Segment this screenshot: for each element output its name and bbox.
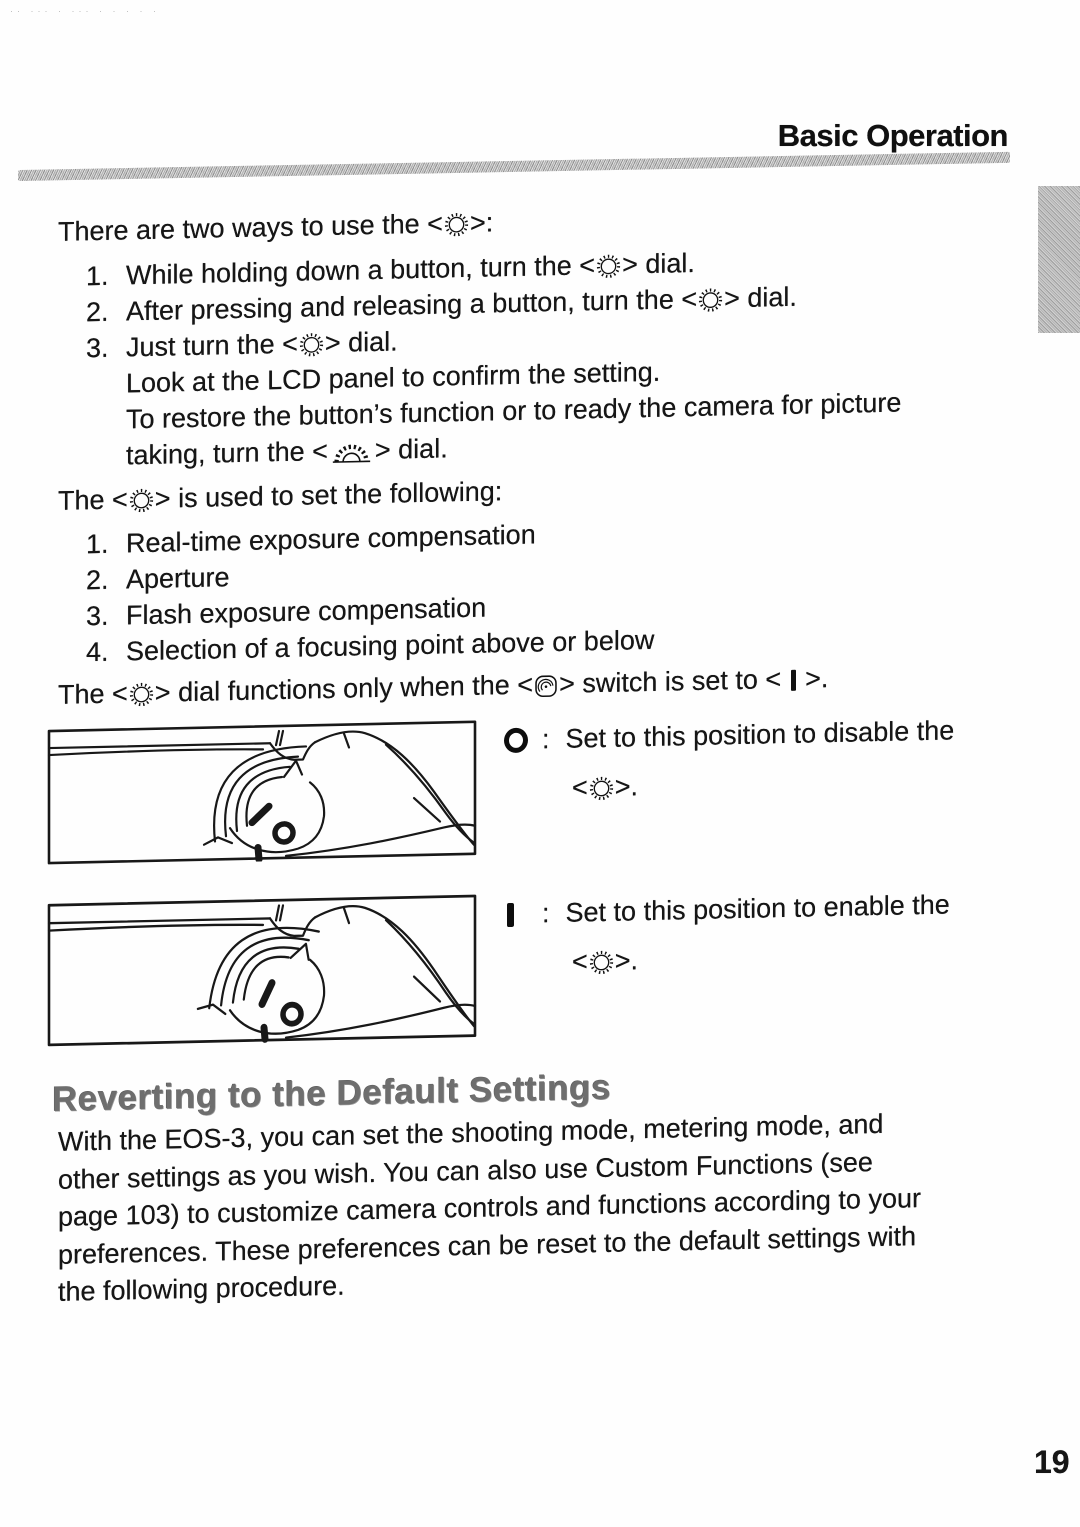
- header-divider: [18, 151, 1010, 181]
- quick-control-dial-icon: [298, 331, 325, 359]
- list-item-text: Just turn the < > dial.: [126, 323, 398, 365]
- list-number: 2.: [86, 564, 109, 596]
- caption-text: Set to this position to enable the: [565, 889, 950, 928]
- list-item-text: After pressing and releasing a button, t…: [126, 279, 797, 330]
- text-run: The <: [58, 678, 128, 710]
- list-number: 2.: [86, 296, 109, 328]
- text-run: > dial.: [324, 326, 398, 359]
- qcd-switch-icon: [533, 673, 559, 700]
- figure-switch-on: [46, 893, 478, 1048]
- caption-text: Set to this position to disable the: [565, 715, 955, 754]
- text-run: >.: [797, 663, 829, 694]
- text-run: Just turn the <: [126, 328, 298, 363]
- text-run: Aperture: [126, 562, 230, 595]
- paragraph: With the EOS-3, you can set the shooting…: [52, 1102, 1042, 1311]
- figure-row: : Set to this position to disable the < >.: [47, 706, 1042, 866]
- text-run: > dial.: [374, 433, 448, 465]
- chapter-edge-tab: [1038, 186, 1080, 333]
- intro-line: The < > is used to set the following:: [52, 461, 1042, 519]
- figure-caption: : Set to this position to enable the < >.: [504, 884, 950, 983]
- quick-control-dial-icon: [588, 949, 615, 977]
- caption-line2: < >.: [504, 933, 950, 983]
- text-run: Flash exposure compensation: [126, 592, 487, 631]
- text-run: > dial functions only when the <: [154, 669, 534, 708]
- figure-row: : Set to this position to enable the < >.: [47, 880, 1042, 1048]
- text-run: There are two ways to use the <: [58, 208, 443, 247]
- ridged-knob: [202, 745, 308, 846]
- quick-control-dial-icon: [128, 681, 155, 709]
- body-content: There are two ways to use the < >: 1. Whil…: [47, 192, 1042, 1311]
- text-run: The <: [58, 484, 128, 516]
- quick-control-dial-icon: [697, 286, 724, 314]
- list-continuation: taking, turn the < > dial.: [52, 417, 1042, 475]
- list-item-text: Aperture: [126, 559, 230, 597]
- list-item: 3. Just turn the < > dial.: [52, 309, 1042, 367]
- text-run: <: [572, 946, 588, 977]
- intro-line: There are two ways to use the < >:: [52, 192, 1042, 250]
- list-number: 4.: [86, 636, 109, 668]
- section-header-title: Basic Operation: [777, 118, 1009, 153]
- text-run: > is used to set the following:: [154, 476, 503, 514]
- page-number: 19: [1034, 1444, 1070, 1480]
- quick-control-dial-icon: [128, 487, 155, 515]
- text-run: taking, turn the <: [126, 435, 328, 471]
- list-number: 1.: [86, 260, 109, 292]
- text-run: >.: [614, 771, 639, 802]
- list-number: 3.: [86, 332, 109, 364]
- quick-control-dial-icon: [443, 211, 470, 239]
- text-run: <: [572, 772, 588, 803]
- caption-line2: < >.: [504, 759, 954, 809]
- text-run: > dial.: [724, 281, 797, 314]
- list-number: 1.: [86, 528, 109, 560]
- text-run: Selection of a focusing point above or b…: [126, 624, 655, 667]
- position-off-glyph: [504, 727, 528, 754]
- list-item: 2. After pressing and releasing a button,…: [52, 273, 1042, 331]
- text-run: >:: [469, 207, 494, 238]
- figure-switch-off: [46, 719, 478, 866]
- list-item: 1. While holding down a button, turn the …: [52, 237, 1042, 295]
- caption-separator: :: [542, 898, 550, 929]
- text-run: > dial.: [622, 247, 695, 280]
- text-run: > switch is set to <: [559, 663, 789, 699]
- list-item-text: While holding down a button, turn the < …: [126, 245, 695, 293]
- main-dial-icon: [328, 437, 375, 466]
- list-number: 3.: [86, 600, 109, 632]
- note-line: The < > dial functions only when the < >…: [52, 655, 1042, 713]
- quick-control-dial-icon: [588, 775, 615, 803]
- text-run: >.: [614, 945, 639, 976]
- caption-separator: :: [542, 724, 550, 755]
- position-on-icon: [790, 669, 796, 691]
- ridged-knob: [196, 926, 320, 1016]
- position-on-glyph: [507, 902, 514, 928]
- figure-caption: : Set to this position to disable the < >.: [504, 710, 954, 809]
- quick-control-dial-icon: [595, 253, 622, 281]
- text-run: Real-time exposure compensation: [126, 519, 536, 559]
- scan-artifact: ·· ··· · ··· · · · · ·: [10, 6, 160, 16]
